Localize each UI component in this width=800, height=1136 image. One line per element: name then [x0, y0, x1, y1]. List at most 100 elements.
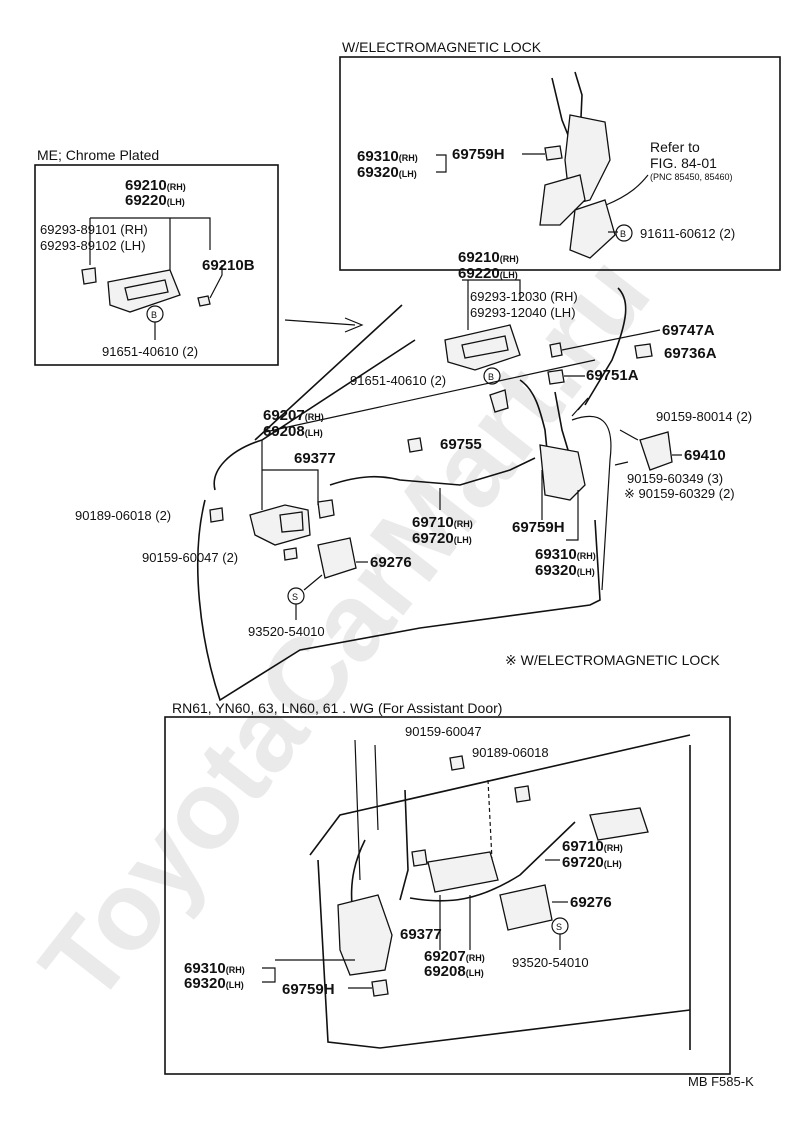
assist-leader-69207 [439, 895, 471, 950]
label-assist-69377: 69377 [400, 926, 442, 943]
svg-text:69310(RH): 69310(RH) [535, 546, 596, 563]
door-sash [571, 415, 612, 591]
refer-line-2: FIG. 84-01 [650, 155, 717, 171]
label-60329: ※ 90159-60329 (2) [624, 486, 735, 501]
svg-text:69320(LH): 69320(LH) [535, 562, 595, 579]
svg-text:69207(RH): 69207(RH) [263, 407, 324, 424]
label-group-assist-69710: 69710(RH) 69720(LH) [562, 838, 623, 871]
page-code: MB F585-K [688, 1074, 754, 1089]
refer-line-1: Refer to [650, 139, 700, 155]
mid-leader-69207 [261, 440, 319, 510]
label-assist-90189: 90189-06018 [472, 745, 549, 760]
label-12030: 69293-12030 (RH) [470, 289, 578, 304]
label-assist-69276: 69276 [570, 894, 612, 911]
label-69755: 69755 [440, 436, 482, 453]
label-group-chrome-69210: 69210(RH) 69220(LH) [125, 177, 186, 209]
svg-text:69220(LH): 69220(LH) [125, 192, 185, 209]
assist-outside-handle [589, 807, 649, 841]
label-group-mid-69210: 69210(RH) 69220(LH) [458, 249, 519, 282]
label-group-mid-69310: 69310(RH) 69320(LH) [535, 546, 596, 579]
assist-clip-69759H [371, 979, 389, 997]
top-lock-motor [569, 199, 616, 259]
chrome-leader-69210B [209, 265, 223, 299]
refer-pnc: (PNC 85450, 85460) [650, 172, 733, 182]
assist-lock-rod-2 [350, 839, 366, 906]
glass-channel [584, 287, 627, 406]
chrome-clip-rh [81, 267, 97, 285]
electromagnetic-lock-title: W/ELECTROMAGNETIC LOCK [342, 39, 542, 55]
mid-s-marker-label: S [292, 592, 298, 602]
door-outline [196, 304, 601, 702]
svg-text:69220(LH): 69220(LH) [458, 265, 518, 282]
label-69210B: 69210B [202, 257, 255, 274]
svg-text:69710(RH): 69710(RH) [412, 514, 473, 531]
label-assist-93520: 93520-54010 [512, 955, 589, 970]
svg-text:69720(LH): 69720(LH) [562, 854, 622, 871]
label-group-top-69310: 69310(RH) 69320(LH) [357, 148, 418, 181]
assist-dashed-leader [487, 779, 493, 861]
assist-leader-69310 [262, 959, 355, 983]
label-top-69759H: 69759H [452, 146, 505, 163]
chrome-handle-insert [124, 279, 169, 301]
svg-text:69210(RH): 69210(RH) [458, 249, 519, 266]
assist-clip-69377 [411, 849, 428, 867]
label-69751A: 69751A [586, 367, 639, 384]
top-lock-bracket [539, 174, 586, 226]
electro-mark-note: ※ W/ELECTROMAGNETIC LOCK [505, 652, 720, 668]
assistant-door-box [164, 716, 731, 1075]
assistant-door-title: RN61, YN60, 63, LN60, 61 . WG (For Assis… [172, 700, 502, 716]
assist-door-sash [354, 739, 379, 881]
mid-bracket-12030 [489, 389, 509, 413]
assist-door-outline [309, 734, 691, 1050]
label-91651-mid: 91651-40610 (2) [350, 373, 446, 388]
glass-channel-arrow [571, 397, 589, 417]
label-group-mid-69710: 69710(RH) 69720(LH) [412, 514, 473, 547]
assist-screw-60047 [449, 755, 465, 771]
mid-long-leader [264, 359, 596, 433]
svg-text:69207(RH): 69207(RH) [424, 948, 485, 965]
label-group-mid-69207: 69207(RH) 69208(LH) [263, 407, 324, 440]
label-group-assist-69207: 69207(RH) 69208(LH) [424, 948, 485, 980]
mid-clip-90189 [209, 507, 224, 523]
mid-lock-rod-1 [519, 379, 549, 461]
top-b-marker [615, 224, 633, 242]
top-lock-rod-2 [551, 77, 571, 141]
label-assist-69759H: 69759H [282, 981, 335, 998]
label-69736A: 69736A [664, 345, 717, 362]
chrome-leader-69210 [89, 217, 211, 270]
assist-clip-90189 [514, 785, 531, 803]
top-motor-wire [605, 174, 649, 206]
door-arrow-head [344, 317, 364, 333]
svg-text:69310(RH): 69310(RH) [184, 960, 245, 977]
mid-leader-69747A [561, 329, 661, 351]
assist-inside-handle [427, 851, 499, 893]
label-69410: 69410 [684, 447, 726, 464]
mid-clip-69755 [407, 437, 423, 453]
label-12040: 69293-12040 (LH) [470, 305, 576, 320]
label-69377: 69377 [294, 450, 336, 467]
mid-b-marker [483, 367, 501, 385]
top-leader-69310 [436, 154, 447, 173]
label-69747A: 69747A [662, 322, 715, 339]
mid-clip-69747A [549, 342, 563, 358]
mid-remote-control-rod [329, 457, 536, 486]
assist-s-marker-label: S [556, 922, 562, 932]
mid-screw-60047 [283, 547, 298, 561]
chrome-plated-box [34, 164, 279, 366]
assist-inside-bezel-69276 [499, 884, 553, 931]
label-69759H-mid: 69759H [512, 519, 565, 536]
svg-text:69710(RH): 69710(RH) [562, 838, 623, 855]
mid-lock-rod-2 [554, 391, 569, 451]
label-93520: 93520-54010 [248, 624, 325, 639]
svg-text:69310(RH): 69310(RH) [357, 148, 418, 165]
mid-clip-69377 [317, 499, 335, 519]
door-arrow-shaft [284, 319, 356, 326]
mid-leader-69310 [566, 490, 579, 541]
label-91651-box: 91651-40610 (2) [102, 344, 198, 359]
svg-text:69208(LH): 69208(LH) [263, 423, 323, 440]
mid-striker-69410 [639, 431, 673, 471]
mid-clip-69736A [634, 343, 653, 359]
label-80014: 90159-80014 (2) [656, 409, 752, 424]
mid-inside-handle-insert [279, 511, 304, 533]
